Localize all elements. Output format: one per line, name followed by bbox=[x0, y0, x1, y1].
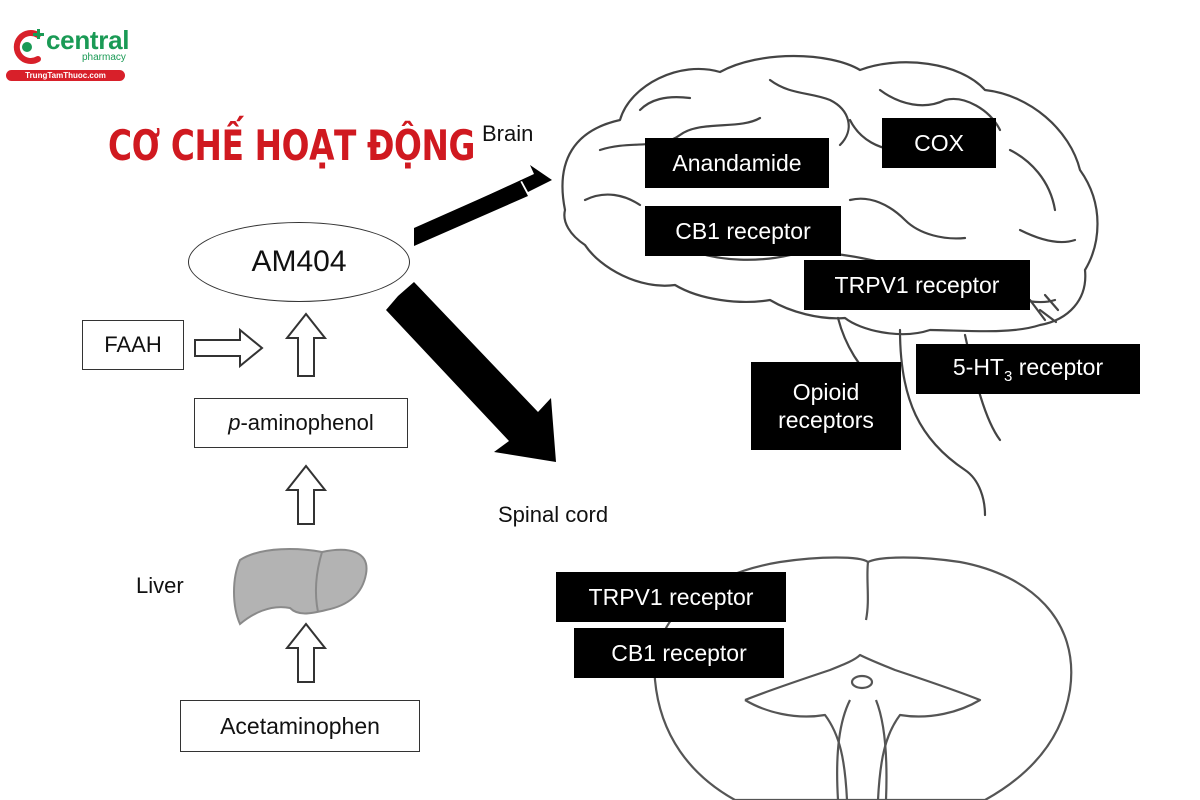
logo-name: central bbox=[46, 25, 130, 55]
arrow-to-spinal-cord-icon bbox=[386, 282, 556, 462]
spinal-trpv1-label: TRPV1 receptor bbox=[588, 584, 754, 610]
5ht3-prefix: 5-HT bbox=[952, 354, 1004, 380]
right-arrow-icon bbox=[194, 327, 264, 369]
5ht3-subscript: 3 bbox=[1004, 368, 1013, 385]
faah-label: FAAH bbox=[104, 332, 162, 357]
p-aminophenol-prefix: p bbox=[228, 410, 241, 435]
central-pharmacy-logo-icon bbox=[13, 29, 44, 64]
liver-label: Liver bbox=[136, 573, 184, 598]
up-arrow-icon bbox=[284, 622, 328, 683]
am404-label: AM404 bbox=[251, 245, 347, 278]
cox-box: COX bbox=[882, 118, 996, 168]
opioid-label-line2: receptors bbox=[778, 407, 874, 433]
brain-trpv1-box: TRPV1 receptor bbox=[804, 260, 1030, 310]
spinal-trpv1-box: TRPV1 receptor bbox=[556, 572, 786, 622]
logo-sub: pharmacy bbox=[82, 52, 126, 63]
faah-node: FAAH bbox=[82, 320, 184, 370]
5ht3-box: 5-HT3 receptor bbox=[916, 344, 1140, 394]
brain-cb1-box: CB1 receptor bbox=[645, 206, 841, 256]
brain-label: Brain bbox=[482, 121, 534, 146]
anandamide-box: Anandamide bbox=[645, 138, 829, 188]
logo-tagline: TrungTamThuoc.com bbox=[6, 70, 125, 81]
up-arrow-icon bbox=[284, 464, 328, 525]
spinal-cord-label: Spinal cord bbox=[498, 502, 609, 527]
spinal-cb1-box: CB1 receptor bbox=[574, 628, 784, 678]
acetaminophen-node: Acetaminophen bbox=[180, 700, 420, 752]
am404-node: AM404 bbox=[188, 222, 410, 302]
5ht3-label: 5-HT3 receptor bbox=[953, 353, 1103, 385]
5ht3-suffix: receptor bbox=[1012, 354, 1104, 380]
arrow-to-brain-icon bbox=[414, 165, 552, 246]
p-aminophenol-node: p-aminophenol bbox=[194, 398, 408, 448]
acetaminophen-label: Acetaminophen bbox=[220, 713, 380, 739]
cox-label: COX bbox=[914, 130, 964, 156]
brain-trpv1-label: TRPV1 receptor bbox=[834, 272, 1000, 298]
anandamide-label: Anandamide bbox=[672, 150, 802, 176]
up-arrow-icon bbox=[284, 312, 328, 377]
spinal-cb1-label: CB1 receptor bbox=[611, 640, 747, 666]
brain-cb1-label: CB1 receptor bbox=[675, 218, 811, 244]
page-title: CƠ CHẾ HOẠT ĐỘNG bbox=[108, 121, 476, 170]
opioid-label-line1: Opioid bbox=[792, 379, 860, 405]
p-aminophenol-label: -aminophenol bbox=[240, 410, 374, 435]
liver-icon bbox=[233, 548, 368, 626]
opioid-box: Opioid receptors bbox=[751, 362, 901, 450]
